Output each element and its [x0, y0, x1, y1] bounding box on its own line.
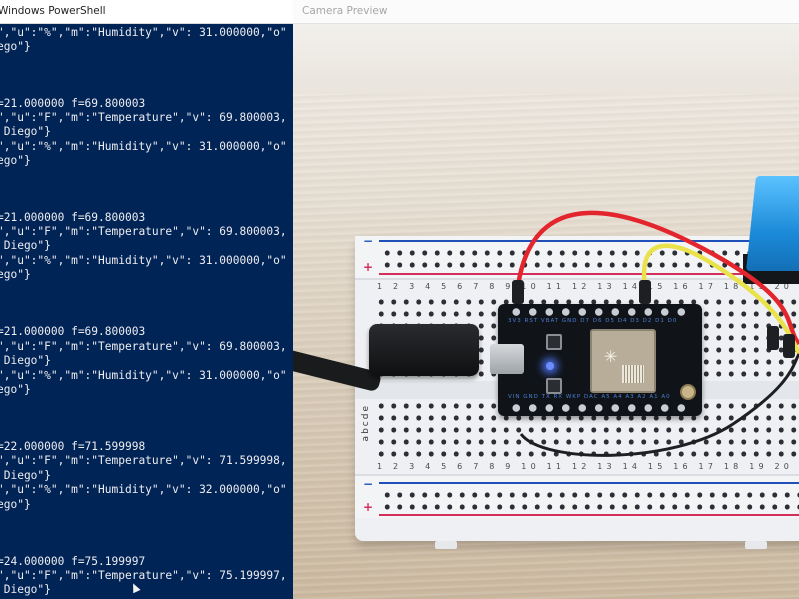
- console-line: =24.000000 f=75.199997: [0, 555, 146, 568]
- row-labels: abcde: [361, 404, 371, 442]
- bottom-column-labels: 1 2 3 4 5 6 7 8 9 10 11 12 13 14 15 16 1…: [377, 462, 799, 471]
- console-line: =21.000000 f=69.800003: [0, 97, 146, 110]
- negative-rail-stripe: [379, 240, 799, 242]
- bottom-pin-labels: VIN GND TX RX WKP DAC A5 A4 A3 A2 A1 A0: [508, 394, 671, 400]
- camera-video-feed: − + 1 2 3 4 5 6 7 8 9 10 11 12 13 14 15 …: [293, 24, 799, 599]
- console-line: =21.000000 f=69.800003: [0, 211, 146, 224]
- dht-sensor: [746, 176, 799, 271]
- plus-sign: +: [363, 260, 374, 274]
- console-line: Diego"}: [0, 469, 51, 482]
- camera-preview-window[interactable]: Camera Preview − + 1 2 3 4 5 6 7 8 9 10 …: [293, 0, 799, 599]
- console-line: =21.000000 f=69.800003: [0, 325, 146, 338]
- module-qr-code: [622, 365, 644, 383]
- breadboard-foot: [745, 541, 767, 549]
- console-line: =22.000000 f=71.599998: [0, 440, 146, 453]
- micro-usb-port: [490, 344, 524, 374]
- console-line: ego"}: [0, 268, 31, 281]
- powershell-console-output[interactable]: ","u":"%","m":"Humidity","v": 31.000000,…: [0, 24, 293, 599]
- console-line: ","u":"%","m":"Humidity","v": 31.000000,…: [0, 140, 287, 153]
- console-line: ","u":"F","m":"Temperature","v": 75.1999…: [0, 569, 287, 582]
- top-power-rail: − +: [355, 234, 799, 280]
- top-pin-labels: 3V3 RST VBAT GND D7 D6 D5 D4 D3 D2 D1 D0: [508, 318, 678, 324]
- console-line: ","u":"F","m":"Temperature","v": 71.5999…: [0, 454, 287, 467]
- background-wall: [293, 24, 799, 94]
- top-rail-holes: [381, 247, 799, 269]
- console-line: ","u":"F","m":"Temperature","v": 69.8000…: [0, 225, 287, 238]
- negative-rail-stripe-bottom: [379, 482, 799, 484]
- camera-title: Camera Preview: [302, 5, 388, 17]
- powershell-title: Windows PowerShell: [0, 5, 106, 17]
- particle-logo-icon: ✳: [604, 347, 618, 366]
- console-line: Diego"}: [0, 239, 51, 252]
- photon-board: 3V3 RST VBAT GND D7 D6 D5 D4 D3 D2 D1 D0…: [490, 304, 702, 416]
- console-line: ","u":"%","m":"Humidity","v": 31.000000,…: [0, 369, 287, 382]
- minus-sign-bottom: −: [363, 477, 374, 491]
- console-line: ","u":"F","m":"Temperature","v": 69.8000…: [0, 340, 287, 353]
- bottom-power-rail: − +: [355, 474, 799, 518]
- minus-sign: −: [363, 234, 374, 248]
- console-line: ego"}: [0, 154, 31, 167]
- powershell-titlebar[interactable]: Windows PowerShell: [0, 0, 293, 24]
- plus-sign-bottom: +: [363, 500, 374, 514]
- console-line: ego"}: [0, 40, 31, 53]
- positive-rail-stripe-bottom: [379, 514, 799, 516]
- bottom-rail-holes: [381, 489, 799, 511]
- camera-titlebar[interactable]: Camera Preview: [293, 0, 799, 24]
- powershell-window[interactable]: Windows PowerShell ","u":"%","m":"Humidi…: [0, 0, 293, 599]
- console-line: ","u":"%","m":"Humidity","v": 31.000000,…: [0, 254, 287, 267]
- usb-plug: [369, 324, 479, 376]
- top-column-labels: 1 2 3 4 5 6 7 8 9 10 11 12 13 14 15 16 1…: [377, 282, 799, 291]
- top-header-pins: [508, 306, 692, 318]
- console-line: Diego"}: [0, 583, 51, 596]
- wifi-module: ✳: [590, 329, 656, 393]
- console-line: Diego"}: [0, 354, 51, 367]
- breadboard-foot: [435, 541, 457, 549]
- positive-rail-stripe: [379, 273, 799, 275]
- console-line: ","u":"F","m":"Temperature","v": 69.8000…: [0, 111, 287, 124]
- console-line: ego"}: [0, 383, 31, 396]
- bottom-header-pins: [508, 402, 692, 414]
- antenna-connector: [680, 384, 696, 400]
- console-line: ","u":"%","m":"Humidity","v": 31.000000,…: [0, 26, 287, 39]
- console-line: ","u":"%","m":"Humidity","v": 32.000000,…: [0, 483, 287, 496]
- setup-button: [546, 334, 562, 350]
- console-line: ego"}: [0, 498, 31, 511]
- reset-button: [546, 378, 562, 394]
- console-line: Diego"}: [0, 125, 51, 138]
- status-led: [546, 362, 554, 370]
